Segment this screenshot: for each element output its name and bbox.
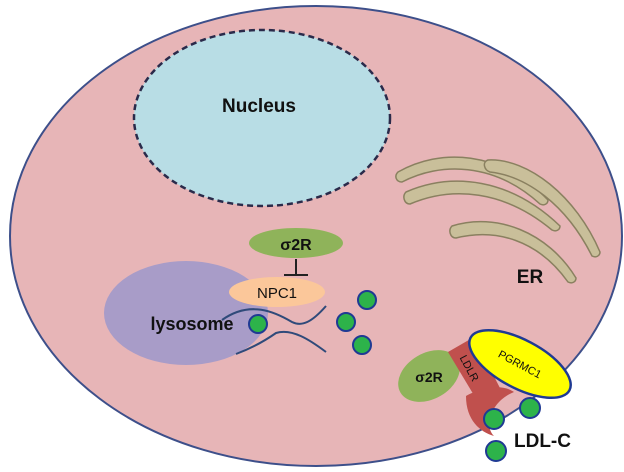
ldl-particles-extracellular [483, 397, 541, 462]
ldl-dot [357, 290, 377, 310]
npc1-channel [221, 305, 327, 355]
ldlr-stem [448, 337, 503, 402]
er-cisterna-3 [483, 159, 601, 258]
er-cisterna-4 [449, 220, 577, 284]
ldl-c-label: LDL-C [514, 431, 571, 452]
er-label: ER [517, 267, 544, 288]
nucleus-label: Nucleus [222, 96, 296, 117]
channel-upper-line [221, 305, 327, 325]
pgrmc1 [468, 328, 572, 400]
er-cisterna-2 [403, 180, 561, 232]
endoplasmic-reticulum [395, 156, 601, 284]
ldl-dot [352, 335, 372, 355]
er-cisterna-1 [395, 156, 549, 206]
ldl-dot [519, 397, 541, 419]
sigma2r-top-label: σ2R [280, 237, 312, 254]
ldl-dot [483, 408, 505, 430]
sigma2r-bottom-label: σ2R [415, 369, 442, 385]
lysosome-label: lysosome [150, 314, 233, 334]
nucleus [132, 28, 392, 208]
ldl-dot [336, 312, 356, 332]
npc1-label: NPC1 [257, 285, 297, 302]
lysosome [104, 261, 268, 365]
sigma2r-bottom [398, 350, 460, 402]
sigma2r-top [249, 228, 343, 258]
channel-lower-line [235, 330, 327, 355]
npc1 [229, 277, 325, 307]
ldl-dot [248, 314, 268, 334]
ldl-dot [485, 440, 507, 462]
ldl-particles-intracellular [248, 290, 377, 355]
